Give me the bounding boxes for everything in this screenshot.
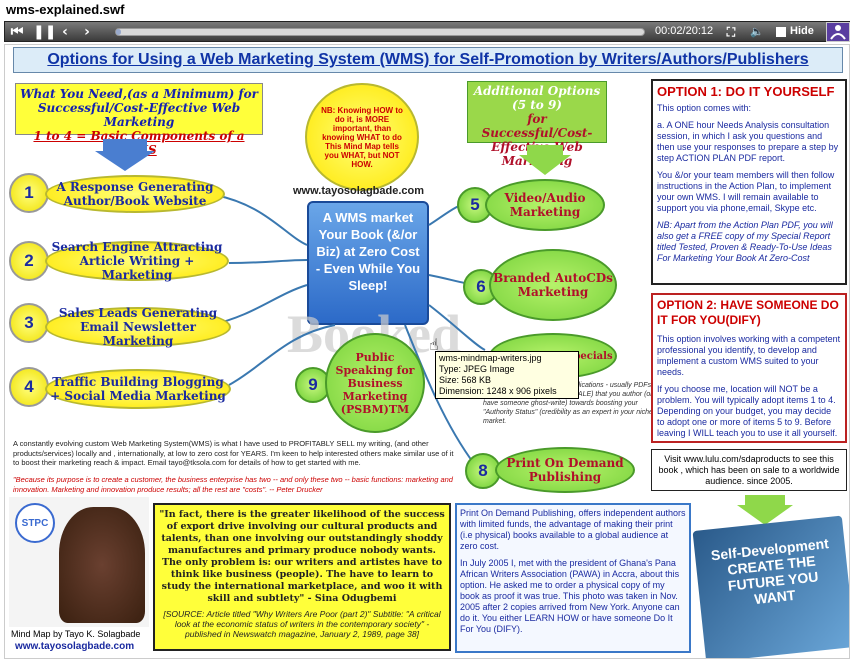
option2-heading: OPTION 2: HAVE SOMEONE DO IT FOR YOU(DIF… bbox=[657, 298, 839, 327]
option2-p2: If you choose me, location will NOT be a… bbox=[657, 384, 838, 438]
app-logo-icon[interactable] bbox=[826, 22, 850, 42]
step-back-icon[interactable]: ‹ bbox=[62, 24, 68, 40]
player-controls: ⏮ ❚❚ ‹ › 00:02/20:12 ⛶ 🔈 Hide bbox=[4, 21, 850, 42]
tooltip-dimensions: Dimension: 1248 x 906 pixels bbox=[439, 386, 557, 396]
skip-start-icon[interactable]: ⏮ bbox=[10, 24, 24, 40]
hand-cursor-icon: ☝ bbox=[429, 335, 439, 354]
option1-box: OPTION 1: DO IT YOURSELF This option com… bbox=[651, 79, 847, 285]
down-arrow-icon bbox=[95, 139, 155, 171]
credit-site: www.tayosolagbade.com bbox=[15, 641, 135, 652]
item-1: A Response Generating Author/Book Websit… bbox=[45, 175, 225, 213]
timecode: 00:02/20:12 bbox=[655, 25, 714, 37]
item-3: Sales Leads Generating Email Newsletter … bbox=[45, 306, 231, 348]
tooltip-filename: wms-mindmap-writers.jpg bbox=[439, 353, 542, 363]
volume-icon[interactable]: 🔈 bbox=[750, 25, 764, 38]
author-portrait bbox=[59, 507, 145, 623]
item-number-8: 8 bbox=[465, 453, 501, 489]
logo: STPC bbox=[15, 503, 55, 543]
window-title: wms-explained.swf bbox=[6, 2, 125, 17]
option1-heading: OPTION 1: DO IT YOURSELF bbox=[657, 84, 835, 99]
drucker-quote: "Because its purpose is to create a cust… bbox=[13, 475, 453, 494]
book-photo: Self-Development CREATE THE FUTURE YOU W… bbox=[692, 515, 849, 658]
item-9: Public Speaking for Business Marketing (… bbox=[325, 333, 425, 433]
tooltip-type: Type: JPEG Image bbox=[439, 364, 515, 374]
tooltip-size: Size: 568 KB bbox=[439, 375, 492, 385]
item-8: Print On Demand Publishing bbox=[495, 447, 635, 493]
fullscreen-icon[interactable]: ⛶ bbox=[726, 25, 736, 39]
page-title: Options for Using a Web Marketing System… bbox=[13, 47, 843, 73]
item-number-3: 3 bbox=[9, 303, 49, 343]
book-arrow-icon bbox=[737, 495, 793, 525]
center-box: A WMS market Your Book (&/or Biz) at Zer… bbox=[307, 201, 429, 325]
pod-text: Print On Demand Publishing, offers indep… bbox=[460, 508, 686, 551]
need-box: What You Need,(as a Minimum) for Success… bbox=[15, 83, 263, 157]
pod-text2: In July 2005 I, met with the president o… bbox=[460, 558, 680, 634]
option2-box: OPTION 2: HAVE SOMEONE DO IT FOR YOU(DIF… bbox=[651, 293, 847, 443]
odugbemi-quote: "In fact, there is the greater likelihoo… bbox=[159, 509, 445, 604]
hide-label: Hide bbox=[790, 25, 814, 37]
quote-source: [SOURCE: Article titled "Why Writers Are… bbox=[163, 609, 441, 639]
pod-box: Print On Demand Publishing, offers indep… bbox=[455, 503, 691, 653]
pause-icon[interactable]: ❚❚ bbox=[33, 24, 57, 40]
step-forward-icon[interactable]: › bbox=[84, 24, 90, 40]
hide-checkbox[interactable] bbox=[776, 27, 786, 37]
option1-p1: This option comes with: bbox=[657, 103, 752, 113]
option1-p4: NB: Apart from the Action Plan PDF, you … bbox=[657, 220, 833, 263]
green-arrow-icon bbox=[519, 145, 571, 175]
nb-bubble: NB: Knowing HOW to do it, is MORE import… bbox=[305, 83, 419, 191]
item-6: Branded AutoCDs Marketing bbox=[489, 249, 617, 321]
seek-bar[interactable] bbox=[115, 28, 645, 36]
bottom-paragraph: A constantly evolving custom Web Marketi… bbox=[13, 439, 454, 467]
item-5: Video/Audio Marketing bbox=[485, 179, 605, 231]
item-number-2: 2 bbox=[9, 241, 49, 281]
seek-progress bbox=[116, 29, 122, 35]
image-tooltip: wms-mindmap-writers.jpg Type: JPEG Image… bbox=[435, 351, 579, 399]
option1-p2: a. A ONE hour Needs Analysis consultatio… bbox=[657, 120, 839, 163]
item-number-1: 1 bbox=[9, 173, 49, 213]
lulu-box: Visit www.lulu.com/sdaproducts to see th… bbox=[651, 449, 847, 491]
option1-p3: You &/or your team members will then fol… bbox=[657, 170, 835, 213]
quote-box: "In fact, there is the greater likelihoo… bbox=[153, 503, 451, 651]
item-number-4: 4 bbox=[9, 367, 49, 407]
credit: Mind Map by Tayo K. Solagbade bbox=[11, 629, 141, 639]
mindmap-image: Options for Using a Web Marketing System… bbox=[4, 44, 850, 659]
option2-p1: This option involves working with a comp… bbox=[657, 334, 841, 377]
item-2: Search Engine Attracting Article Writing… bbox=[45, 240, 229, 282]
item-4: Traffic Building Blogging + Social Media… bbox=[45, 369, 231, 409]
need-box-line1: What You Need,(as a Minimum) for Success… bbox=[20, 87, 258, 129]
website-label: www.tayosolagbade.com bbox=[293, 185, 425, 197]
additional-box-line1: Additional Options (5 to 9) bbox=[473, 84, 601, 112]
author-photo: STPC bbox=[9, 497, 149, 627]
